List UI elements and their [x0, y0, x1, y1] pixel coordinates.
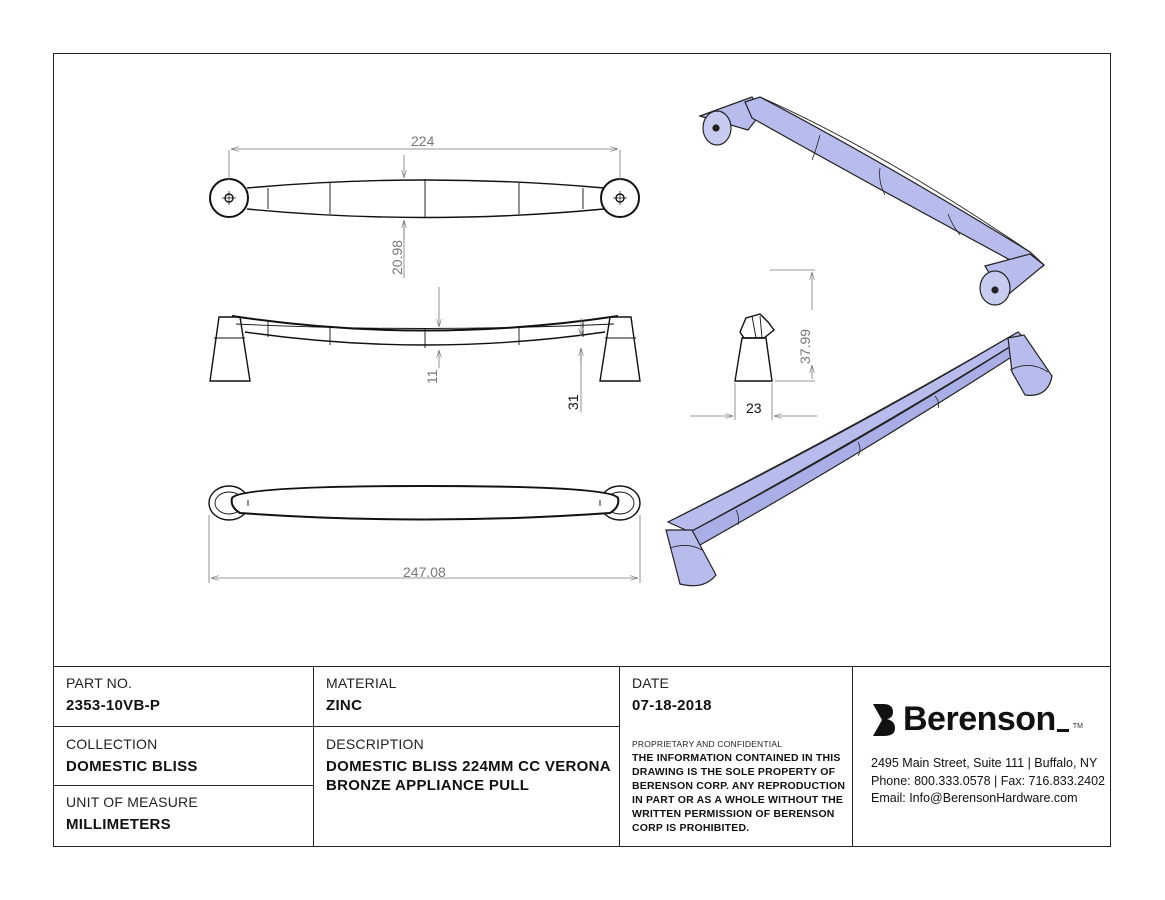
company-name: Berenson [903, 700, 1056, 738]
side-view [734, 313, 775, 382]
dimension-11-label: 11 [424, 369, 440, 384]
legal-line-1: THE INFORMATION CONTAINED IN THIS [632, 752, 841, 764]
company-phone: Phone: 800.333.0578 | Fax: 716.833.2402 [871, 773, 1105, 788]
dimension-23 [690, 383, 817, 420]
description-line-2: BRONZE APPLIANCE PULL [326, 777, 530, 794]
technical-drawing: 224 20.98 11 31 [208, 96, 1053, 587]
description-label: DESCRIPTION [326, 736, 424, 752]
date-cell: DATE 07-18-2018 [632, 675, 712, 714]
dimension-247-08-label: 247.08 [403, 564, 446, 580]
proprietary-cell: PROPRIETARY AND CONFIDENTIAL THE INFORMA… [632, 739, 847, 835]
drawing-frame [53, 53, 1111, 847]
proprietary-label: PROPRIETARY AND CONFIDENTIAL [632, 739, 783, 749]
dimension-224 [228, 149, 621, 180]
company-email: Email: Info@BerensonHardware.com [871, 791, 1078, 805]
date-label: DATE [632, 675, 670, 691]
trademark-mark: TM [1072, 723, 1083, 730]
company-logo: Berenson TM [871, 700, 1107, 739]
top-view [209, 178, 640, 219]
date-value: 07-18-2018 [632, 697, 712, 714]
title-block: PART NO. 2353-10VB-P MATERIAL ZINC DATE … [53, 666, 1111, 847]
unit-label: UNIT OF MEASURE [66, 794, 198, 810]
material-label: MATERIAL [326, 675, 397, 691]
part-no-cell: PART NO. 2353-10VB-P [66, 675, 160, 714]
material-cell: MATERIAL ZINC [326, 675, 397, 714]
unit-cell: UNIT OF MEASURE MILLIMETERS [66, 794, 198, 833]
berenson-logo-icon [873, 703, 895, 736]
legal-line-3: BERENSON CORP. ANY REPRODUCTION [632, 780, 846, 792]
dimension-37-99-label: 37.99 [797, 329, 813, 364]
description-cell: DESCRIPTION DOMESTIC BLISS 224MM CC VERO… [326, 736, 611, 794]
dimension-247-08 [208, 515, 641, 583]
dimension-37-99 [770, 269, 815, 382]
part-no-label: PART NO. [66, 675, 133, 691]
company-address: 2495 Main Street, Suite 111 | Buffalo, N… [871, 756, 1098, 770]
company-cell: Berenson TM 2495 Main Street, Suite 111 … [871, 700, 1107, 808]
legal-line-5: WRITTEN PERMISSION OF BERENSON [632, 808, 835, 820]
dimension-20-98-label: 20.98 [389, 240, 405, 275]
part-no-value: 2353-10VB-P [66, 697, 161, 714]
collection-label: COLLECTION [66, 736, 158, 752]
logo-underline [1056, 729, 1069, 732]
collection-value: DOMESTIC BLISS [66, 758, 198, 775]
description-line-1: DOMESTIC BLISS 224MM CC VERONA [326, 758, 611, 775]
collection-cell: COLLECTION DOMESTIC BLISS [66, 736, 198, 775]
dimension-224-label: 224 [411, 133, 435, 149]
legal-line-6: CORP IS PROHIBITED. [632, 822, 750, 834]
bottom-view [208, 484, 641, 521]
front-view [209, 315, 641, 382]
dimension-23-label: 23 [746, 400, 762, 416]
material-value: ZINC [326, 697, 363, 714]
isometric-render-bottom [665, 331, 1053, 587]
legal-line-4: IN PART OR AS A WHOLE WITHOUT THE [632, 794, 844, 806]
isometric-render-top [698, 96, 1045, 306]
dimension-31-label: 31 [565, 394, 581, 410]
unit-value: MILLIMETERS [66, 816, 171, 833]
legal-line-2: DRAWING IS THE SOLE PROPERTY OF [632, 766, 836, 778]
